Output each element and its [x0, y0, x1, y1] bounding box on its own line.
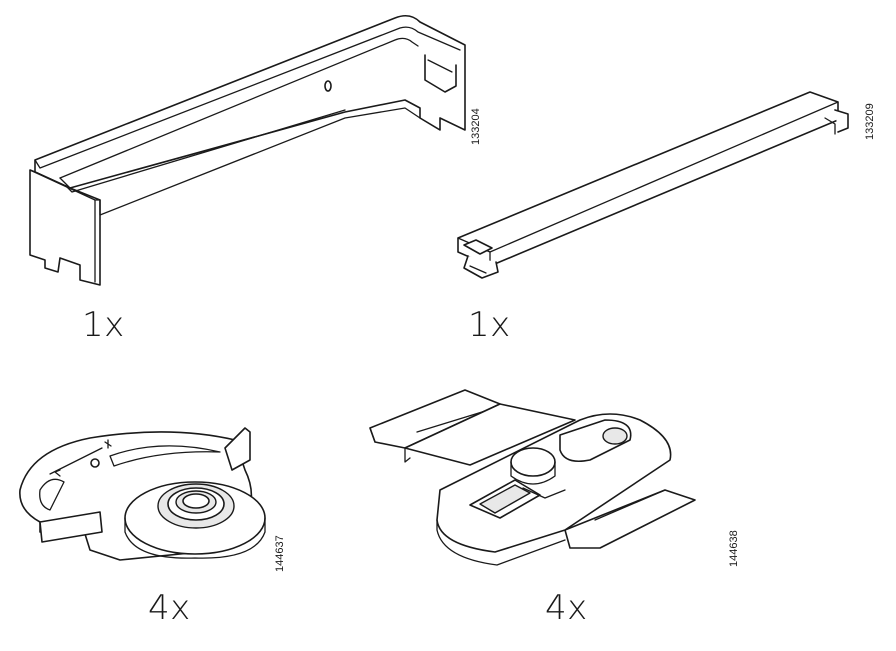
part-bracket: [0, 0, 480, 300]
part-rail: [440, 80, 860, 300]
mounting-clip-icon: [369, 389, 696, 566]
part-cam-lock: [10, 410, 280, 580]
quantity-bracket: 1x: [82, 305, 125, 345]
cam-lock-fitting-icon: [19, 427, 266, 561]
quantity-cam-lock: 4x: [148, 588, 191, 628]
quantity-clip: 4x: [545, 588, 588, 628]
article-number-clip: 144638: [728, 530, 740, 567]
article-number-cam-lock: 144637: [274, 535, 286, 572]
article-number-rail: 133209: [864, 103, 876, 140]
connector-rail-icon: [457, 91, 849, 279]
quantity-rail: 1x: [468, 305, 511, 345]
part-clip: [365, 380, 715, 580]
long-angled-bracket-icon: [29, 14, 466, 286]
